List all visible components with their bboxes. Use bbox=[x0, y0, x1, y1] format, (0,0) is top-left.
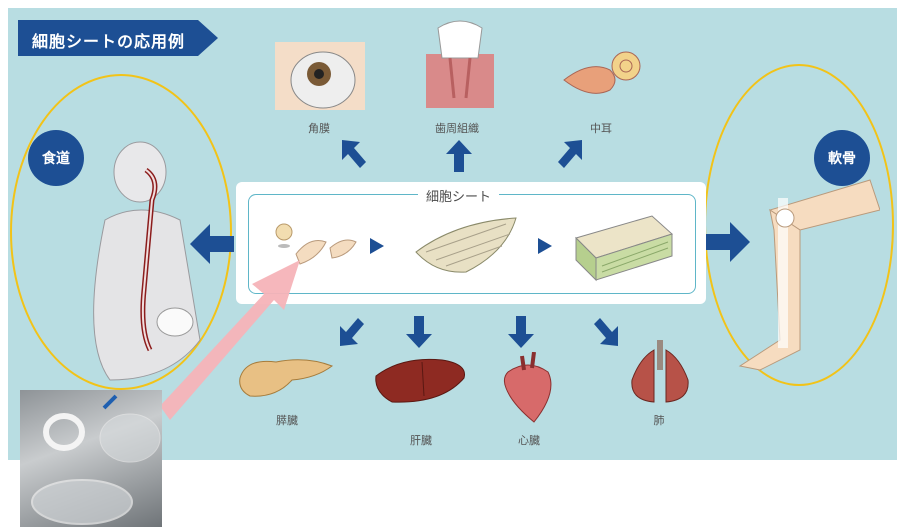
petri-dish-icon bbox=[31, 394, 161, 525]
pancreas-illustration bbox=[239, 359, 334, 397]
arrow-up-right-icon bbox=[558, 140, 582, 168]
cornea-illustration bbox=[275, 42, 365, 110]
triangle-right-icon bbox=[370, 238, 384, 254]
organ-label-middle-ear: 中耳 bbox=[590, 122, 612, 135]
organ-label-lung: 肺 bbox=[653, 414, 665, 427]
arrow-left-icon bbox=[190, 224, 234, 264]
arrow-up-icon bbox=[446, 140, 472, 172]
organ-label-liver: 肝臓 bbox=[410, 434, 432, 447]
arrow-down-left-icon bbox=[340, 318, 364, 346]
esophagus-badge: 食道 bbox=[28, 130, 84, 186]
human-body-illustration bbox=[93, 141, 201, 381]
title-banner: 細胞シートの応用例 bbox=[18, 20, 218, 56]
cell-sheet-photo bbox=[20, 390, 162, 527]
arrow-down-icon-2 bbox=[508, 316, 534, 348]
arrow-up-left-icon bbox=[342, 140, 366, 168]
layered-sheet-illustration bbox=[575, 215, 673, 282]
organ-label-pancreas: 膵臓 bbox=[276, 414, 298, 427]
middle-ear-illustration bbox=[563, 51, 641, 94]
page-title: 細胞シートの応用例 bbox=[32, 32, 186, 51]
organ-label-periodontal: 歯周組織 bbox=[435, 122, 479, 135]
periodontal-illustration bbox=[426, 20, 494, 108]
arrow-right-icon bbox=[706, 222, 750, 262]
organ-label-heart: 心臓 bbox=[518, 434, 540, 447]
arrow-down-right-icon bbox=[594, 318, 618, 346]
title-banner-shape bbox=[18, 20, 218, 56]
heart-illustration bbox=[503, 352, 552, 423]
lung-illustration bbox=[631, 340, 689, 403]
arrow-down-icon bbox=[406, 316, 432, 348]
organ-label-cornea: 角膜 bbox=[308, 122, 330, 135]
liver-illustration bbox=[375, 358, 466, 403]
leg-illustration bbox=[738, 179, 880, 371]
cartilage-badge: 軟骨 bbox=[814, 130, 870, 186]
cell-sheet-label: 細胞シート bbox=[418, 186, 500, 205]
esophagus-ring bbox=[10, 74, 232, 390]
cell-sheet-illustration bbox=[415, 217, 517, 273]
cells-illustration bbox=[275, 223, 357, 265]
pink-arrow-icon bbox=[160, 260, 300, 420]
triangle-right-icon-2 bbox=[538, 238, 552, 254]
